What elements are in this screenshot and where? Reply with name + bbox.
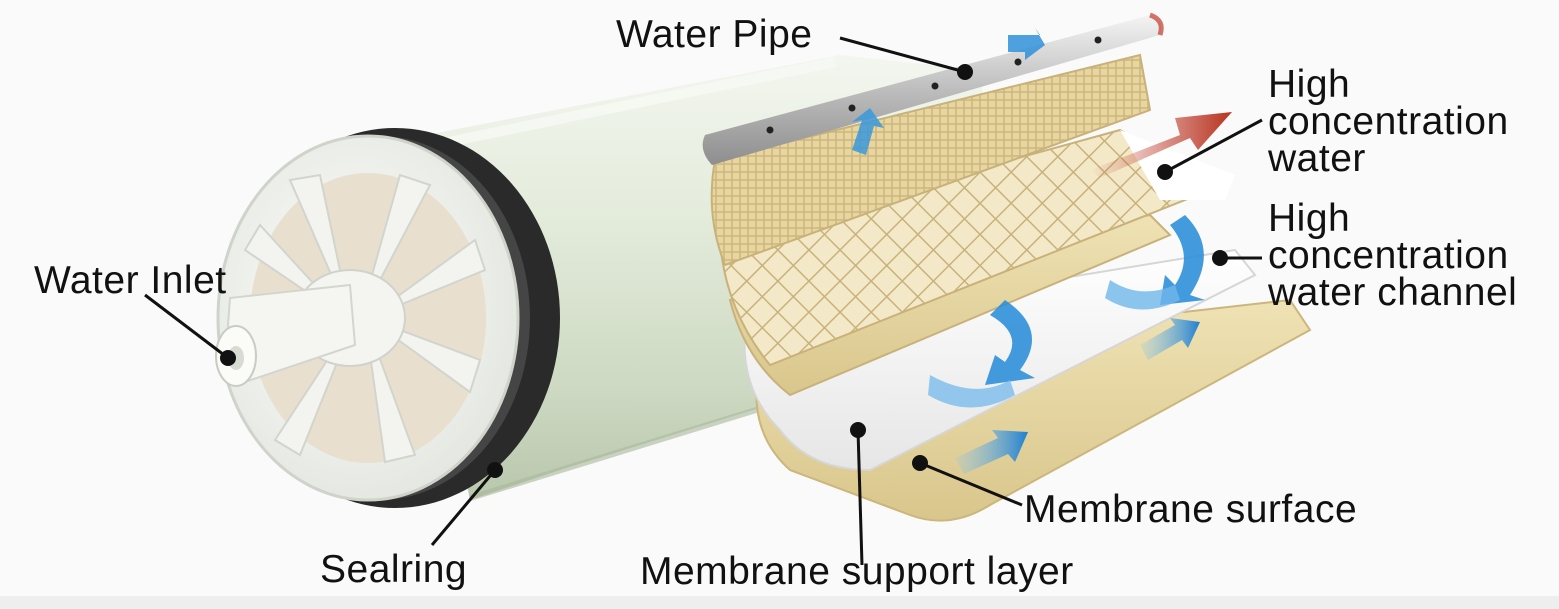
leader-dots: [220, 64, 1228, 478]
end-cap: [215, 134, 520, 502]
label-water-inlet: Water Inlet: [34, 259, 227, 302]
leader-sealring: [430, 469, 497, 546]
label-line: High: [1268, 63, 1351, 106]
label-membrane-surface: Membrane surface: [1024, 488, 1358, 531]
leader-water-inlet: [144, 293, 229, 360]
label-line: High: [1268, 197, 1351, 240]
label-membrane-support-layer: Membrane support layer: [640, 550, 1074, 593]
leader-membrane-support: [856, 429, 864, 566]
leader-membrane-surface: [919, 461, 1023, 507]
label-high-concentration-water-channel: High concentration water channel: [1268, 197, 1518, 314]
leader-water-pipe: [839, 36, 966, 74]
label-line: water channel: [1268, 271, 1518, 314]
label-water-pipe: Water Pipe: [616, 13, 813, 56]
label-line: water: [1268, 137, 1366, 180]
label-line: concentration: [1268, 234, 1509, 277]
outlet-arrow-red: [1090, 112, 1232, 178]
flow-arrows: [852, 28, 1232, 474]
water-pipe-shape: [702, 12, 1164, 165]
leader-high-conc-water: [1164, 118, 1263, 174]
label-line: concentration: [1268, 100, 1509, 143]
label-sealring: Sealring: [320, 548, 468, 591]
label-high-concentration-water: High concentration water: [1268, 63, 1509, 180]
